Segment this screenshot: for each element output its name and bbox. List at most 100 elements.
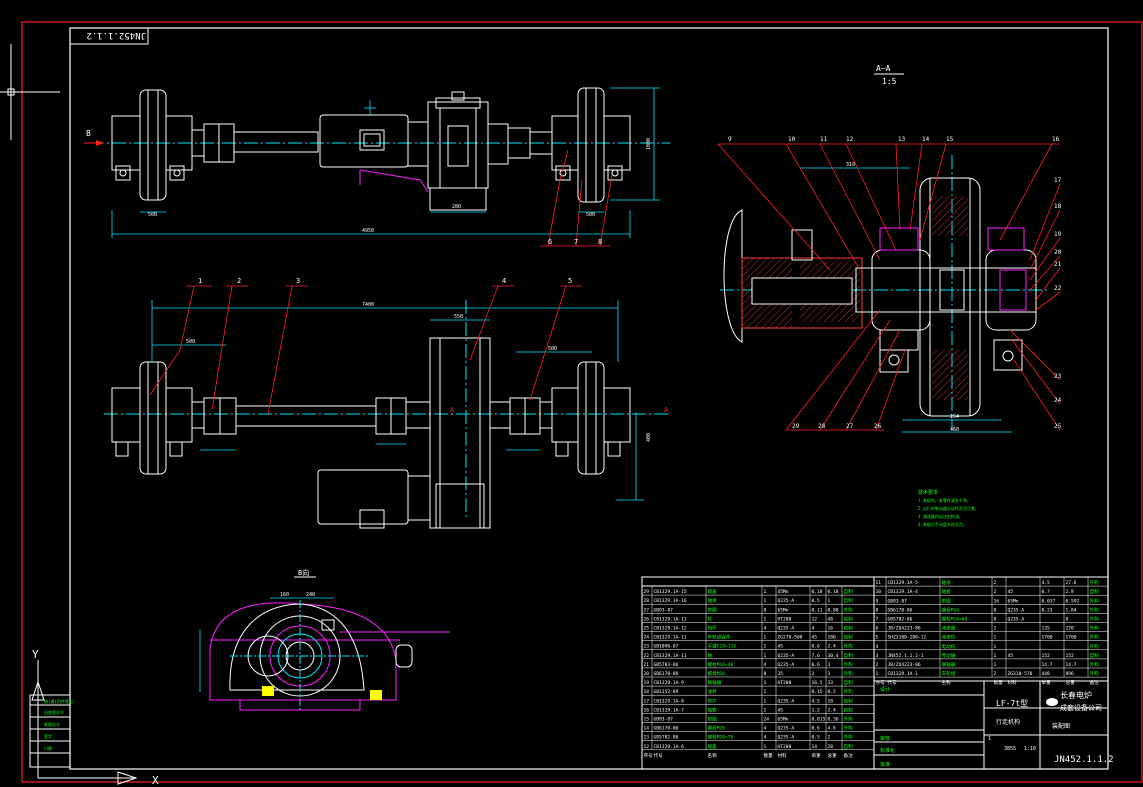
svg-text:15: 15 — [946, 136, 954, 143]
svg-text:500: 500 — [148, 212, 157, 218]
svg-text:29: 29 — [792, 423, 800, 430]
svg-text:5: 5 — [568, 277, 572, 285]
bom-cell: GB5783-86 — [654, 662, 679, 668]
bom-header-cell: 数量 — [764, 752, 774, 759]
bom-cell: CB1329.1A-4 — [888, 589, 919, 595]
svg-text:4950: 4950 — [362, 228, 374, 234]
bom-cell: 12 — [644, 744, 650, 750]
bom-header-cell: 代号 — [654, 752, 664, 759]
bom-cell: 外购 — [1090, 643, 1100, 650]
bom-cell: 自制 — [844, 743, 854, 750]
svg-text:550: 550 — [454, 314, 463, 320]
bom-cell: 外购 — [1090, 625, 1100, 632]
bom-cell: 外购 — [1090, 579, 1100, 586]
bom-cell: GB5782-86 — [654, 735, 679, 741]
svg-text:X: X — [152, 774, 159, 787]
bom-cell: GB5782-86 — [888, 617, 913, 623]
svg-text:2.运行时制动器应动作灵活可靠。: 2.运行时制动器应动作灵活可靠。 — [918, 505, 979, 511]
front-elevation-view: B — [84, 87, 670, 247]
bom-cell: 19 — [644, 680, 650, 686]
svg-text:行走机构: 行走机构 — [996, 718, 1020, 726]
bom-cell: 14.7 — [1066, 662, 1077, 668]
svg-text:16: 16 — [1052, 136, 1060, 143]
svg-text:3855: 3855 — [1004, 746, 1016, 752]
bom-cell: GB93-87 — [654, 717, 674, 723]
bom-cell: 2 — [812, 671, 815, 677]
bom-cell: 减速器 — [942, 625, 956, 632]
view-b-gearbox: B向 160 240 — [199, 568, 450, 712]
bom-cell: 14.7 — [1042, 662, 1053, 668]
bom-cell: 4 — [764, 726, 767, 732]
bom-cell: CB1329.1A-5 — [888, 580, 919, 586]
bom-cell: 螺栓M16×60 — [942, 616, 968, 623]
svg-text:1:10: 1:10 — [1024, 746, 1036, 752]
bom-header-cell: 序号 — [644, 752, 654, 759]
svg-text:1: 1 — [988, 736, 991, 742]
svg-text:13: 13 — [898, 136, 906, 143]
svg-text:3.减速器内加注齿轮油。: 3.减速器内加注齿轮油。 — [918, 513, 963, 519]
svg-text:1:5: 1:5 — [882, 77, 897, 86]
bom-cell: Q235-A — [1008, 617, 1025, 623]
bom-cell: 0.6 — [812, 726, 821, 732]
ucs-icon: Y X — [31, 648, 159, 787]
bom-cell: 外购 — [844, 725, 854, 732]
bom-cell: 0.5 — [812, 598, 821, 604]
bom-cell: 21 — [644, 662, 650, 668]
bom-cell: CB1329.1A-16 — [654, 598, 687, 604]
bom-cell: 1 — [876, 671, 879, 677]
bom-cell: CB1329.1A-15 — [654, 589, 687, 595]
svg-text:500: 500 — [548, 346, 557, 352]
bom-cell: CB1329.1A-9 — [654, 680, 685, 686]
bom-cell: 1700 — [1066, 635, 1077, 641]
bom-cell: 22 — [644, 653, 650, 659]
title-drawing-number: JN452.1.1.2 — [1054, 755, 1114, 765]
svg-text:B向: B向 — [298, 568, 309, 577]
bom-cell: 152 — [1066, 653, 1075, 659]
bom-header-cell: 代号 — [888, 679, 898, 686]
bom-cell: 自制 — [844, 706, 854, 713]
bom-cell: 4 — [876, 644, 879, 650]
bom-cell: 螺母M16 — [942, 606, 960, 613]
bom-cell: 1 — [764, 707, 767, 713]
bom-cell: 45Mn — [778, 589, 789, 595]
svg-text:26: 26 — [874, 423, 882, 430]
svg-text:160: 160 — [280, 592, 289, 598]
bom-cell: 3 — [828, 671, 831, 677]
bom-cell: Q235-A — [778, 698, 795, 704]
bom-header-cell: 单重 — [812, 752, 822, 759]
bom-cell: GB6170-86 — [654, 671, 679, 677]
svg-text:1.装配时，各零件清洗干净。: 1.装配时，各零件清洗干净。 — [918, 497, 971, 503]
bom-cell: 外购 — [844, 688, 854, 695]
bom-cell: 1.84 — [1066, 607, 1077, 613]
bom-cell: 1 — [764, 644, 767, 650]
bom-cell: 自制 — [844, 615, 854, 622]
bom-cell: 4 — [764, 662, 767, 668]
bom-cell: 16 — [994, 598, 1000, 604]
bom-cell: 270 — [1066, 626, 1075, 632]
bom-cell: 2 — [994, 589, 997, 595]
bom-cell: 35 — [778, 671, 784, 677]
bom-cell: 8 — [994, 617, 997, 623]
bom-cell: 外购 — [1090, 606, 1100, 613]
bom-cell: 垫片 — [708, 697, 718, 704]
bom-cell: 1 — [764, 680, 767, 686]
bom-cell: 垫圈 — [708, 606, 718, 613]
bom-cell: CB1329.1A-11 — [654, 635, 687, 641]
bom-cell: 自制 — [844, 588, 854, 595]
bom-cell: 16 — [644, 707, 650, 713]
bom-cell: 24 — [764, 717, 770, 723]
bom-cell: 4.5 — [1042, 580, 1051, 586]
svg-text:标准化: 标准化 — [880, 747, 895, 754]
bom-cell: 0.88 — [828, 607, 839, 613]
bom-cell: 16.5 — [812, 680, 823, 686]
bom-cell: 外购 — [1090, 616, 1100, 623]
bom-cell: 30.4 — [828, 653, 839, 659]
bom-cell: 29 — [644, 589, 650, 595]
